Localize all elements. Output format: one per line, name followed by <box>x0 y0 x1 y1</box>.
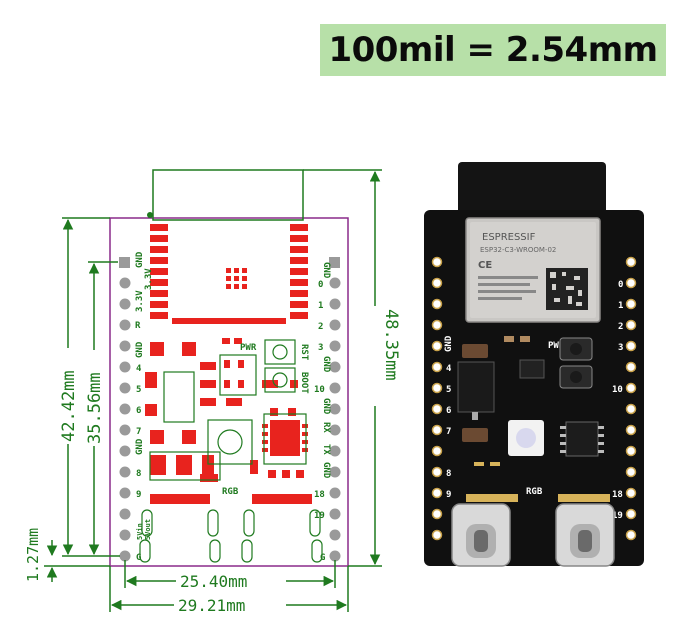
silk-left-pin: G <box>136 553 141 563</box>
module-brand: ESPRESSIF <box>482 232 536 243</box>
board-silk-right: 19 <box>612 511 623 521</box>
header-pins-left <box>119 257 131 562</box>
board-silk-right: 0 <box>618 280 623 290</box>
silk-right-pin: GND <box>321 262 331 279</box>
dim-pitch-bottom: 1.27mm <box>24 528 42 582</box>
silk-rst: RST <box>299 344 309 361</box>
component-pads <box>145 338 308 482</box>
silk-right-pin: RX <box>321 422 331 433</box>
silk-left-pin: 3.3V <box>135 290 145 312</box>
module-model: ESP32-C3-WROOM-02 <box>480 246 556 254</box>
silk-left-pin: 3.3V <box>144 268 154 290</box>
silk-right-pin: 18 <box>314 490 325 500</box>
silk-right-pin: 10 <box>314 385 325 395</box>
dim-width-inner: 25.40mm <box>180 572 247 591</box>
silk-right-pin: GND <box>321 356 331 373</box>
scale-banner: 100mil = 2.54mm <box>320 24 666 76</box>
silk-right-pin: TX <box>321 444 331 455</box>
usb-c-footprints <box>139 494 323 563</box>
module-pads <box>150 224 308 324</box>
silk-pwr: PWR <box>240 343 257 353</box>
silk-left-pin: 7 <box>136 427 141 437</box>
board-components <box>457 336 610 502</box>
silk-rgb: RGB <box>222 487 239 497</box>
board-silk-left: 4 <box>446 364 452 374</box>
board-photo: ESPRESSIF ESP32-C3-WROOM-02 CE <box>424 162 644 567</box>
silk-left-pin: 4 <box>136 364 142 374</box>
board-silk-right: 18 <box>612 490 623 500</box>
silk-left-pin: GND <box>135 438 145 455</box>
silk-right-pin: 3 <box>318 343 323 353</box>
board-silk-right: 2 <box>618 322 623 332</box>
board-silk-right: 3 <box>618 343 623 353</box>
silk-left-pin: GND <box>135 341 145 358</box>
silk-left-pin: GND <box>135 251 145 268</box>
silk-left-pin: 6 <box>136 406 141 416</box>
board-silk-left: GND <box>444 335 454 352</box>
board-silk-left: 6 <box>446 406 451 416</box>
board-silk-rgb: RGB <box>526 487 543 497</box>
silk-right-pin: 2 <box>318 322 323 332</box>
silk-right-pin: GND <box>321 398 331 415</box>
silk-right-pin: GND <box>321 462 331 479</box>
silk-left-pin: R <box>135 321 141 331</box>
usb-bridge-chip <box>565 421 599 457</box>
usb-c-connectors <box>451 503 615 567</box>
silk-right-pin: G <box>320 553 325 563</box>
silk-left-pin: 5 <box>136 385 141 395</box>
board-silk-left: 9 <box>446 490 451 500</box>
silk-boot: BOOT <box>299 372 309 394</box>
board-silk-left: 7 <box>446 427 451 437</box>
board-header-holes <box>431 256 637 541</box>
board-silk-pwr: PWR <box>548 341 565 351</box>
dim-height-row: 35.56mm <box>85 372 105 444</box>
dim-width-outer: 29.21mm <box>178 596 245 615</box>
silk-left-pin: 5Vout <box>144 519 152 540</box>
module-ce: CE <box>478 260 492 271</box>
header-pins-right <box>329 257 341 562</box>
pcb-layout-drawing: GND 3.3V 3.3V R GND 4 5 6 7 GND 8 9 5Vin… <box>24 169 401 615</box>
silk-right-pin: 0 <box>318 280 323 290</box>
antenna-outline <box>152 169 304 221</box>
dim-height-total: 48.35mm <box>381 309 401 381</box>
component-outlines <box>149 339 307 481</box>
silk-left-pin: 5Vin <box>136 523 144 540</box>
board-silk-right: 10 <box>612 385 623 395</box>
silk-right-pin: 19 <box>314 511 325 521</box>
silk-left-pin: 9 <box>136 490 141 500</box>
board-outline <box>109 217 349 567</box>
silk-right-pin: 1 <box>318 301 323 311</box>
board-silk-right: 1 <box>618 301 623 311</box>
dim-height-header: 42.42mm <box>59 370 79 442</box>
silk-left-pin: 8 <box>136 469 141 479</box>
board-silk-left: 5 <box>446 385 451 395</box>
board-silk-left: 8 <box>446 469 451 479</box>
